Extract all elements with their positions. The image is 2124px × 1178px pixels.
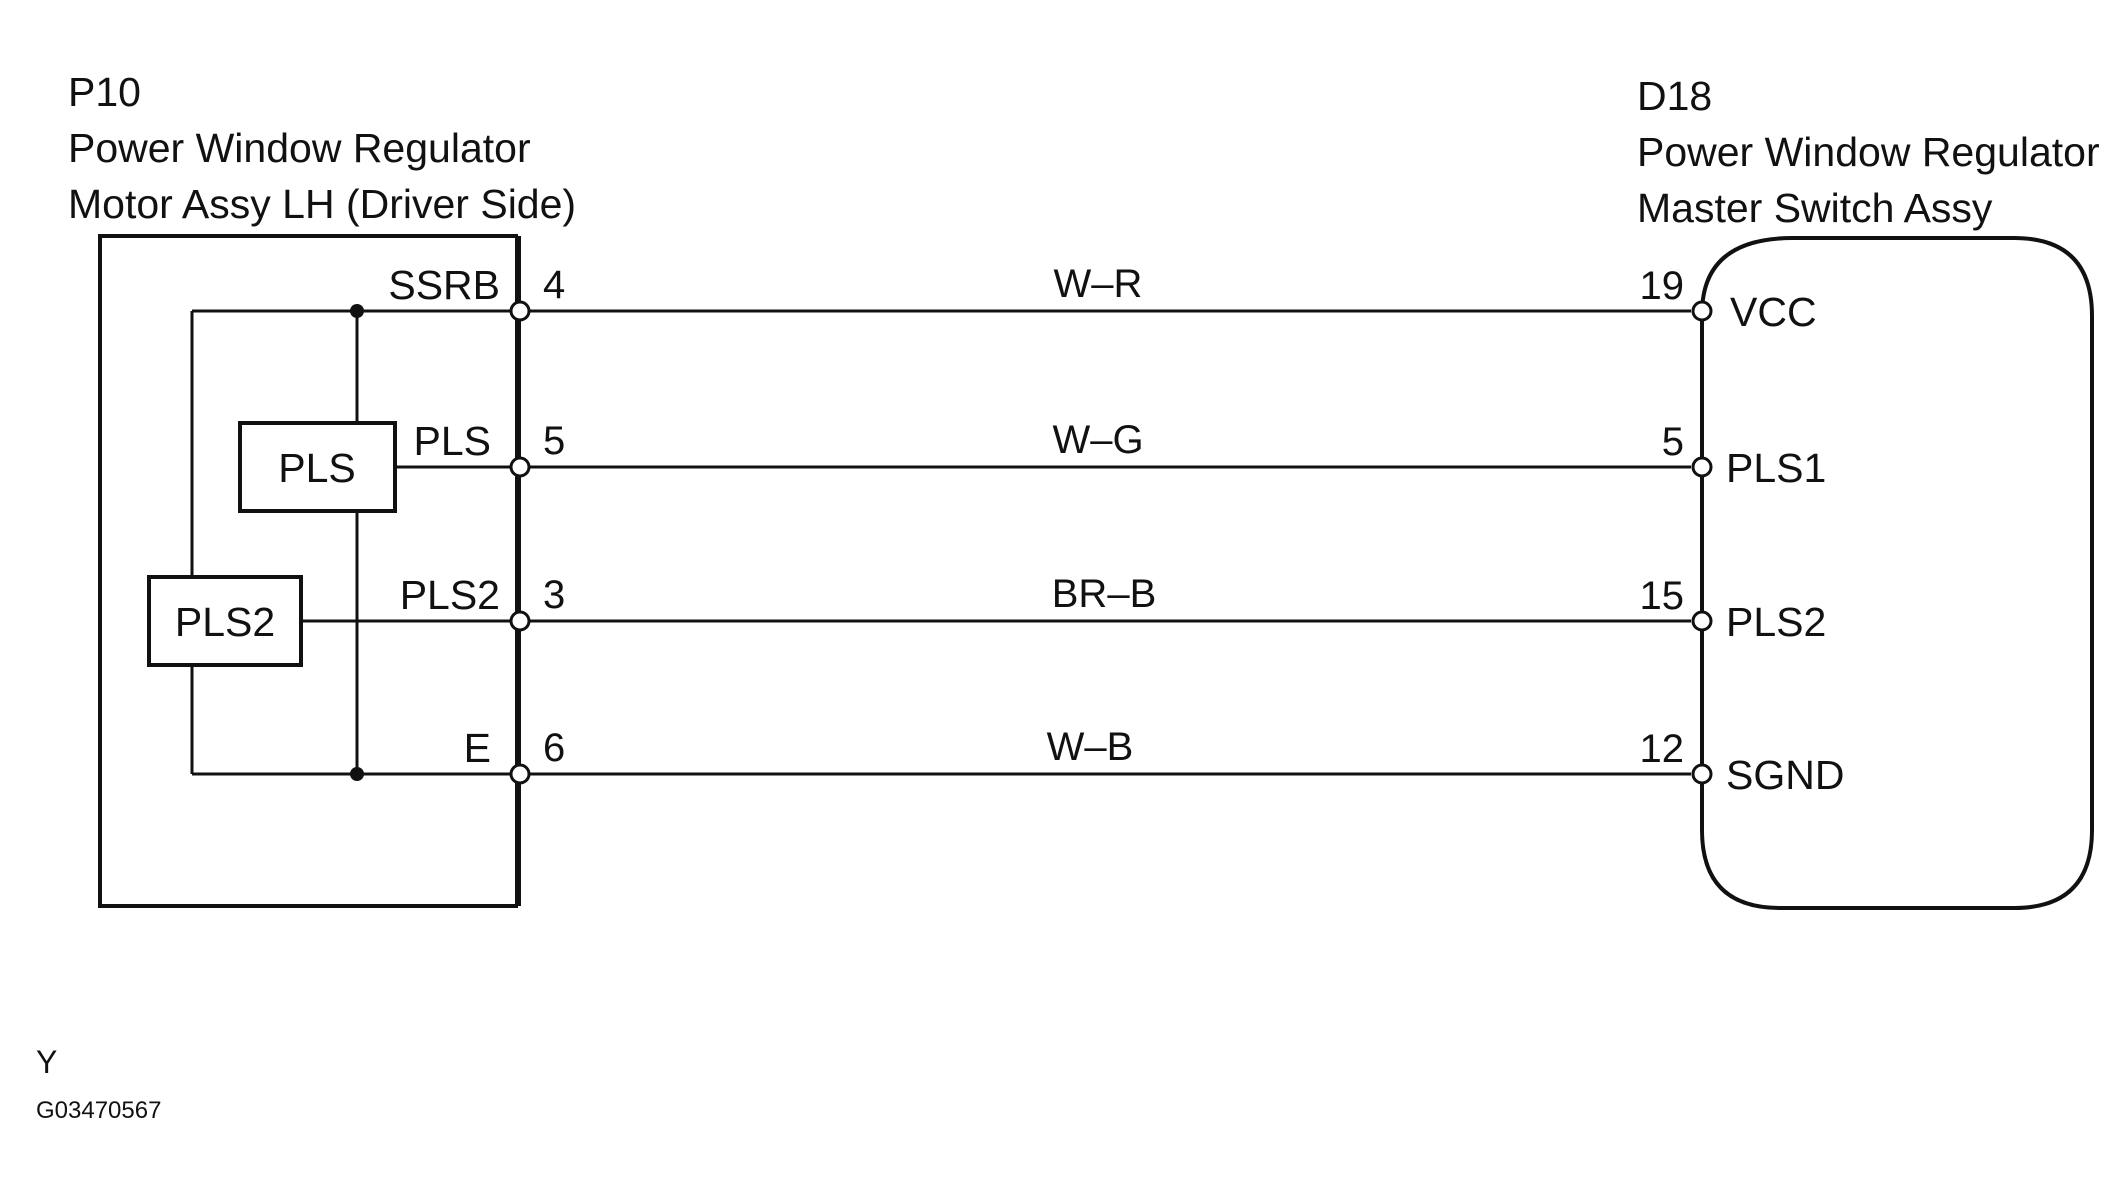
terminal-circle-right-12 (1691, 763, 1713, 785)
right-connector-terminals (1691, 300, 1713, 785)
right-component-name-line1: Power Window Regulator (1637, 129, 2100, 175)
terminal-circle-right-5 (1691, 456, 1713, 478)
left-terminal-label-e: E (464, 725, 491, 771)
terminal-circle-left-5 (509, 456, 531, 478)
left-terminal-label-pls: PLS (414, 418, 492, 464)
pls-sensor-box: PLS (238, 421, 397, 513)
right-pin-sgnd: 12 (1640, 727, 1685, 771)
right-component-box (1700, 236, 2094, 910)
left-terminal-label-ssrb: SSRB (388, 262, 500, 308)
right-terminal-label-pls1: PLS1 (1726, 445, 1826, 491)
left-pin-pls2: 3 (543, 573, 565, 617)
right-component-code: D18 (1637, 73, 1712, 119)
left-component-code: P10 (68, 69, 141, 115)
wire-color-label-2: W–G (1052, 418, 1143, 462)
terminal-circle-left-4 (509, 300, 531, 322)
right-component-name-line2: Master Switch Assy (1637, 185, 1993, 231)
left-terminal-label-pls2: PLS2 (400, 572, 500, 618)
junction-dot-bottom (350, 767, 364, 781)
left-component-box (98, 234, 521, 908)
left-component-name-line2: Motor Assy LH (Driver Side) (68, 181, 576, 227)
left-component-name-line1: Power Window Regulator (68, 125, 531, 171)
right-terminal-label-vcc: VCC (1730, 289, 1817, 335)
right-pin-vcc: 19 (1640, 264, 1685, 308)
pls2-sensor-box: PLS2 (147, 575, 303, 667)
left-pin-ssrb: 4 (543, 263, 565, 307)
left-pin-pls: 5 (543, 419, 565, 463)
terminal-circle-right-19 (1691, 300, 1713, 322)
footer-figure-code: G03470567 (36, 1097, 161, 1124)
wire-color-label-3: BR–B (1052, 572, 1157, 616)
right-terminal-label-pls2: PLS2 (1726, 599, 1826, 645)
wire-color-label-1: W–R (1054, 262, 1143, 306)
left-pin-e: 6 (543, 726, 565, 770)
terminal-circle-right-15 (1691, 610, 1713, 632)
terminal-circle-left-6 (509, 763, 531, 785)
right-terminal-label-sgnd: SGND (1726, 752, 1844, 798)
terminal-circle-left-3 (509, 610, 531, 632)
wire-color-label-4: W–B (1047, 725, 1134, 769)
harness-wires (528, 309, 1691, 776)
right-pin-pls2: 15 (1640, 574, 1685, 618)
pls2-sensor-label: PLS2 (175, 599, 275, 645)
footer-letter: Y (36, 1044, 57, 1080)
left-connector-terminals (509, 300, 531, 785)
pls-sensor-label: PLS (278, 445, 356, 491)
right-pin-pls1: 5 (1662, 420, 1684, 464)
left-internal-wiring (190, 304, 518, 781)
junction-dot-top (350, 304, 364, 318)
